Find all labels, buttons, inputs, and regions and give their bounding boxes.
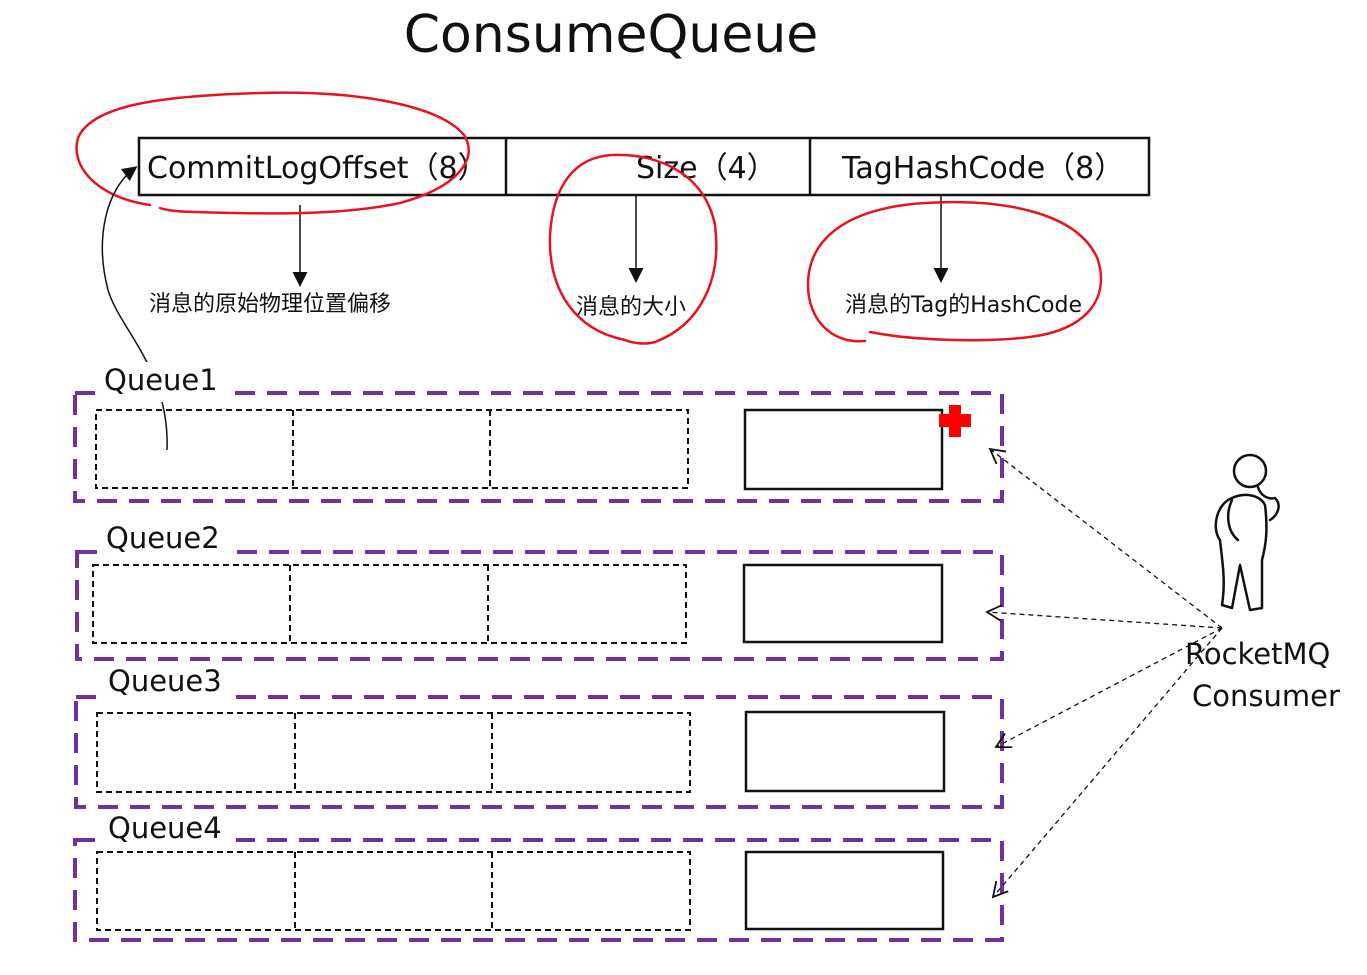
field-taghashcode: TagHashCode（8） (841, 151, 1124, 186)
queue-3 (74, 695, 1004, 809)
diagram-title: ConsumeQueue (404, 5, 819, 65)
annotation-circle-size (548, 153, 718, 345)
queue-4-label: Queue4 (108, 811, 222, 845)
tag-description: 消息的Tag的HashCode (845, 293, 1082, 318)
queue-2-label: Queue2 (106, 521, 220, 555)
annotation-circle-tag (806, 200, 1103, 343)
size-description: 消息的大小 (576, 295, 686, 320)
queue-2 (75, 550, 1004, 661)
queue-1 (73, 391, 1004, 503)
queue-4 (73, 838, 1004, 942)
offset-description: 消息的原始物理位置偏移 (149, 292, 391, 317)
consumer-label-line2: Consumer (1192, 679, 1340, 713)
red-plus-marker (939, 405, 971, 437)
queue-1-label: Queue1 (104, 363, 218, 397)
consumer-arrows (985, 447, 1223, 899)
consumer-arrow-queue-3 (994, 627, 1223, 749)
field-size: Size（4） (636, 151, 777, 186)
red-annotations (75, 91, 1103, 345)
consumer-arrow-queue-4 (991, 627, 1223, 899)
annotation-circle-offset (75, 91, 470, 215)
field-commitlogoffset: CommitLogOffset（8） (147, 151, 488, 186)
consumer-person-icon (1214, 453, 1280, 612)
queue-3-label: Queue3 (108, 664, 222, 698)
consumer-label-line1: RocketMQ (1185, 637, 1330, 671)
consumer-arrow-queue-2 (985, 604, 1223, 629)
record-structure: CommitLogOffset（8） Size（4） TagHashCode（8… (137, 136, 1151, 197)
consumer-arrow-queue-1 (988, 447, 1223, 629)
